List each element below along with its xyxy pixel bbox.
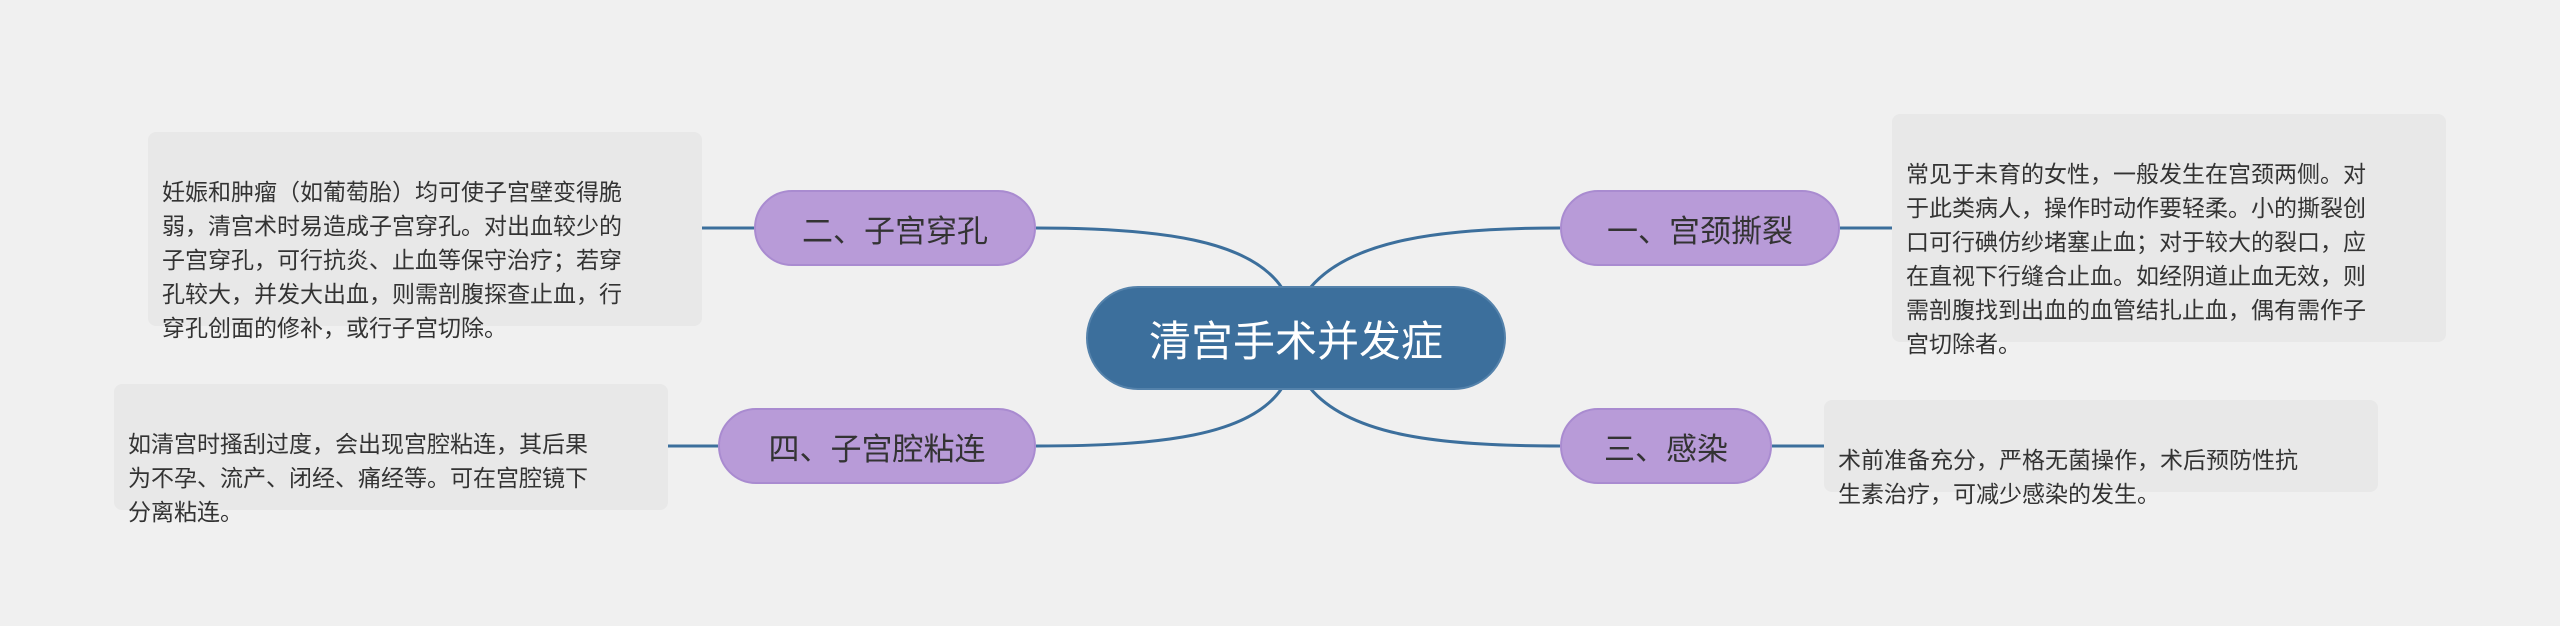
note-text: 如清宫时搔刮过度，会出现宫腔粘连，其后果 为不孕、流产、闭经、痛经等。可在宫腔镜…	[128, 432, 588, 526]
note-infection: 术前准备充分，严格无菌操作，术后预防性抗 生素治疗，可减少感染的发生。	[1824, 400, 2378, 508]
connector-center-to-b1	[1308, 226, 1561, 289]
branch-node-cervical-laceration[interactable]: 一、宫颈撕裂	[1560, 190, 1840, 266]
branch-label: 一、宫颈撕裂	[1607, 213, 1793, 250]
branch-label: 三、感染	[1604, 431, 1728, 468]
connector-center-to-b3	[1308, 387, 1561, 448]
connector-center-to-b2	[1035, 226, 1284, 289]
note-text: 术前准备充分，严格无菌操作，术后预防性抗 生素治疗，可减少感染的发生。	[1838, 448, 2298, 508]
branch-label: 二、子宫穿孔	[802, 213, 988, 250]
note-text: 常见于未育的女性，一般发生在宫颈两侧。对 于此类病人，操作时动作要轻柔。小的撕裂…	[1906, 162, 2366, 358]
note-text: 妊娠和肿瘤（如葡萄胎）均可使子宫壁变得脆 弱，清宫术时易造成子宫穿孔。对出血较少…	[162, 180, 622, 342]
note-cervical-laceration: 常见于未育的女性，一般发生在宫颈两侧。对 于此类病人，操作时动作要轻柔。小的撕裂…	[1892, 114, 2446, 358]
branch-node-uterine-perforation[interactable]: 二、子宫穿孔	[754, 190, 1036, 266]
branch-node-intrauterine-adhesion[interactable]: 四、子宫腔粘连	[718, 408, 1036, 484]
central-topic-label: 清宫手术并发症	[1148, 316, 1443, 366]
central-topic[interactable]: 清宫手术并发症	[1086, 286, 1506, 390]
branch-node-infection[interactable]: 三、感染	[1560, 408, 1772, 484]
note-uterine-perforation: 妊娠和肿瘤（如葡萄胎）均可使子宫壁变得脆 弱，清宫术时易造成子宫穿孔。对出血较少…	[148, 132, 702, 342]
note-intrauterine-adhesion: 如清宫时搔刮过度，会出现宫腔粘连，其后果 为不孕、流产、闭经、痛经等。可在宫腔镜…	[114, 384, 668, 526]
branch-label: 四、子宫腔粘连	[768, 431, 986, 468]
connector-center-to-b4	[1035, 387, 1284, 448]
